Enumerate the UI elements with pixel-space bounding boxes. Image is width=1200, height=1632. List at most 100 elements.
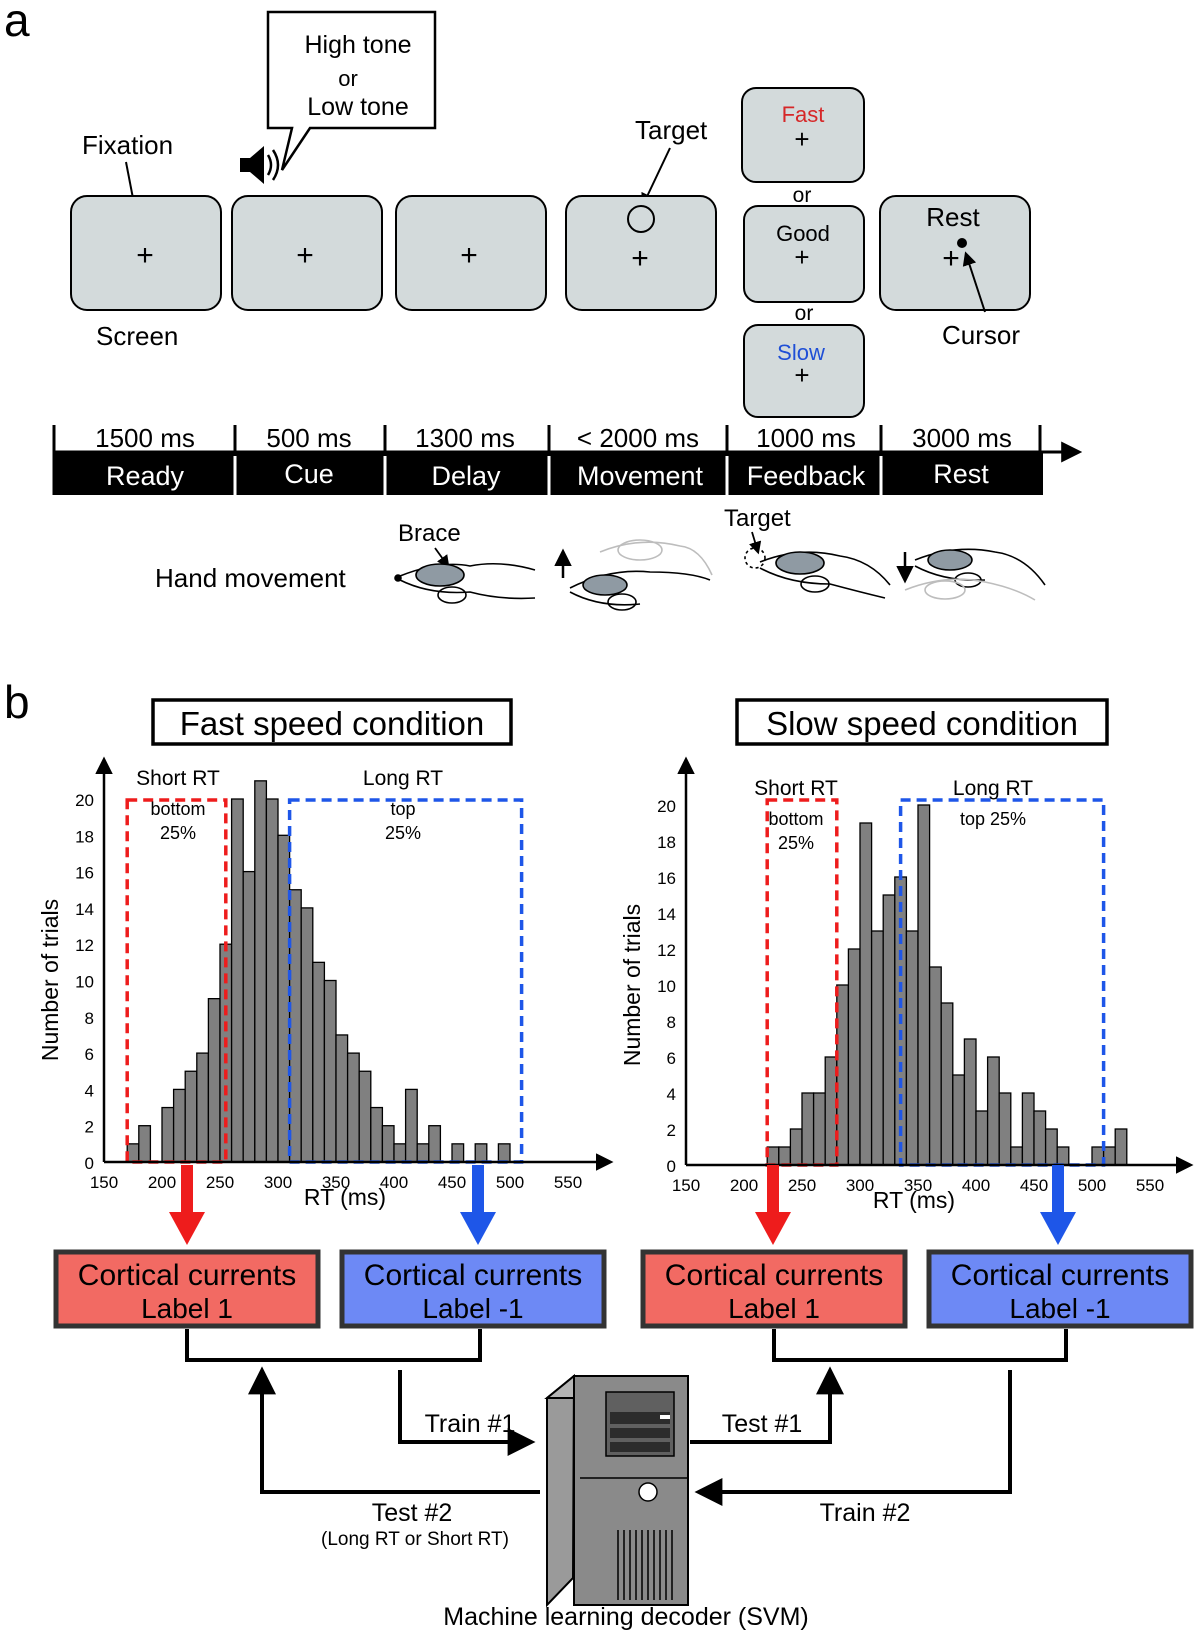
hand-illustration-4 xyxy=(896,548,1046,601)
fixation-label: Fixation xyxy=(82,130,173,160)
x-tick-label: 500 xyxy=(496,1173,524,1192)
screen-label: Screen xyxy=(96,321,178,351)
brace-label: Brace xyxy=(398,520,461,547)
long-rt-label: Long RT xyxy=(363,767,443,790)
x-tick-label: 200 xyxy=(730,1176,758,1195)
timeline: 1500 ms 500 ms 1300 ms < 2000 ms 1000 ms… xyxy=(52,423,1083,495)
x-tick-label: 250 xyxy=(206,1173,234,1192)
x-tick-label: 450 xyxy=(1020,1176,1048,1195)
y-tick-label: 18 xyxy=(657,833,676,852)
test1-label: Test #1 xyxy=(722,1410,803,1438)
y-tick-label: 0 xyxy=(667,1157,676,1176)
fixation-cross: + xyxy=(794,242,809,272)
bubble-line-2: or xyxy=(338,66,358,91)
long-rt-note: 25% xyxy=(385,823,421,843)
screen-feedback-good: Good + xyxy=(743,205,865,303)
histogram-bar xyxy=(300,907,314,1163)
chart-title-box-fast xyxy=(151,698,513,746)
histogram-bar xyxy=(381,1125,395,1163)
label-minus1-box-fast: Cortical currents Label -1 xyxy=(339,1249,607,1329)
histogram-bar xyxy=(1033,1110,1047,1166)
histogram-bar xyxy=(346,1052,360,1163)
y-tick-label: 16 xyxy=(657,869,676,888)
label1-line1: Cortical currents xyxy=(665,1259,883,1292)
bubble-line-3: Low tone xyxy=(307,93,408,121)
hand-movement-label: Hand movement xyxy=(155,563,347,593)
chart-title-slow: Slow speed condition xyxy=(766,705,1078,742)
histogram-bar xyxy=(963,1038,977,1166)
y-tick-label: 8 xyxy=(667,1013,676,1032)
y-tick-label: 10 xyxy=(75,973,94,992)
histogram-bar xyxy=(196,1052,210,1163)
y-tick-label: 14 xyxy=(75,900,94,919)
histogram-bar xyxy=(778,1146,792,1166)
x-tick-label: 350 xyxy=(904,1176,932,1195)
computer-tower-icon xyxy=(544,1373,689,1608)
cursor-label: Cursor xyxy=(942,320,1020,350)
rest-label: Rest xyxy=(926,202,980,232)
short-rt-label: Short RT xyxy=(136,767,220,790)
target-label: Target xyxy=(635,115,708,145)
timeline-duration: < 2000 ms xyxy=(577,423,699,453)
histogram-bar xyxy=(242,870,256,1163)
hand-illustration-3 xyxy=(744,547,891,599)
x-tick-label: 250 xyxy=(788,1176,816,1195)
long-rt-label: Long RT xyxy=(953,777,1033,800)
histogram-bar xyxy=(917,804,931,1166)
speaker-icon xyxy=(240,146,280,184)
x-tick-label: 550 xyxy=(1136,1176,1164,1195)
long-rt-note: top 25% xyxy=(960,809,1026,829)
arrow-short-rt-slow xyxy=(755,1165,791,1245)
histogram-bar xyxy=(404,1088,418,1163)
screen-movement: + xyxy=(565,195,717,311)
label2-line1: Cortical currents xyxy=(364,1259,582,1292)
panel-b-letter: b xyxy=(4,676,30,728)
fixation-cross: + xyxy=(460,239,478,272)
x-tick-label: 400 xyxy=(962,1176,990,1195)
fixation-cross: + xyxy=(794,124,809,154)
histogram-bar xyxy=(1044,1128,1058,1166)
fixation-cross: + xyxy=(794,360,809,390)
fixation-cross: + xyxy=(631,242,649,275)
histogram-bar xyxy=(986,1056,1000,1166)
histogram-bar xyxy=(882,894,896,1166)
y-tick-label: 14 xyxy=(657,905,676,924)
histogram-bar xyxy=(416,1143,430,1163)
timeline-duration: 1500 ms xyxy=(95,423,195,453)
speech-bubble: High tone or Low tone xyxy=(266,10,437,171)
chart-title-box-slow xyxy=(735,698,1109,746)
histogram-bar xyxy=(1021,1092,1035,1166)
histogram-bar xyxy=(207,998,221,1163)
screen-cue: + xyxy=(231,195,383,311)
histogram-bar xyxy=(1114,1128,1128,1166)
bubble-line-1: High tone xyxy=(304,31,411,59)
y-tick-label: 20 xyxy=(75,791,94,810)
histogram-bar xyxy=(335,1034,349,1163)
screen-feedback-fast: Fast + xyxy=(741,87,865,183)
timeline-phase: Delay xyxy=(431,461,501,491)
label2-line2: Label -1 xyxy=(422,1293,523,1324)
cursor-dot xyxy=(957,238,967,248)
or-text: or xyxy=(795,302,814,325)
hand-target-label: Target xyxy=(724,505,791,532)
y-tick-label: 6 xyxy=(85,1045,94,1064)
histogram-bar xyxy=(323,979,337,1163)
histogram-bar xyxy=(928,966,942,1166)
histogram-bar xyxy=(370,1106,384,1163)
short-rt-note: 25% xyxy=(778,833,814,853)
histogram-bar xyxy=(1010,1146,1024,1166)
x-tick-label: 450 xyxy=(438,1173,466,1192)
histogram-bar xyxy=(812,1092,826,1166)
y-tick-label: 20 xyxy=(657,797,676,816)
histogram-bar xyxy=(161,1106,175,1163)
histogram-bar xyxy=(859,822,873,1166)
histogram-bar xyxy=(358,1070,372,1163)
histogram-bar xyxy=(138,1125,152,1163)
x-tick-label: 400 xyxy=(380,1173,408,1192)
x-tick-label: 200 xyxy=(148,1173,176,1192)
train1-label: Train #1 xyxy=(425,1410,516,1438)
label2-line2: Label -1 xyxy=(1009,1293,1110,1324)
histogram-bar xyxy=(497,1143,511,1163)
